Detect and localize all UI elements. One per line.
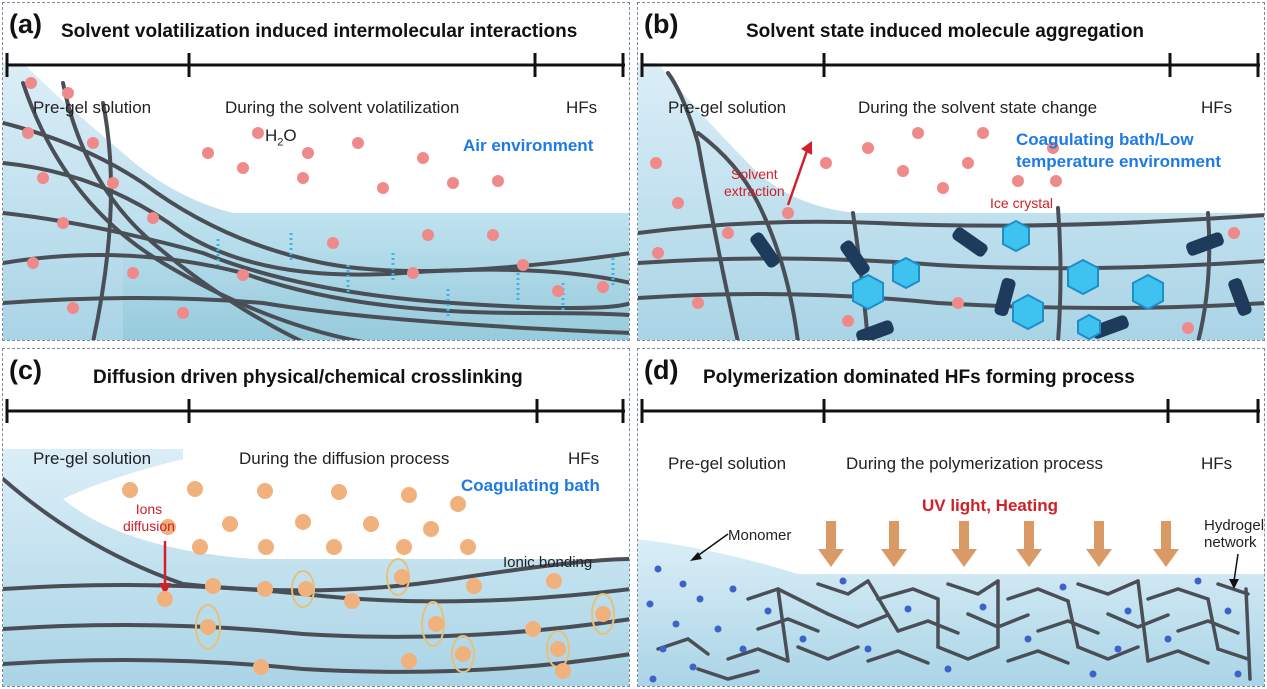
panel-a-scene	[3, 53, 629, 340]
timeline	[640, 53, 1260, 77]
water-molecules	[650, 127, 1240, 334]
panel-d-label: (d)	[644, 355, 679, 385]
panel-a-title: Solvent volatilization induced intermole…	[61, 21, 578, 42]
stage-during: During the solvent volatilization	[225, 98, 460, 117]
panel-d-title: Polymerization dominated HFs forming pro…	[703, 367, 1135, 388]
timeline	[640, 399, 1260, 423]
stage-hfs: HFs	[568, 449, 600, 468]
pregel-region	[638, 63, 1264, 340]
timeline	[5, 399, 625, 423]
panel-c-title: Diffusion driven physical/chemical cross…	[93, 367, 523, 388]
monomers	[646, 565, 1242, 683]
stage-pregel: Pre-gel solution	[668, 454, 787, 473]
stage-during: During the diffusion process	[239, 449, 450, 468]
stage-pregel: Pre-gel solution	[668, 98, 787, 117]
pregel-region	[638, 539, 1264, 686]
hydrogen-bonds	[216, 233, 615, 319]
monomer-pointer-head	[690, 552, 702, 561]
water-molecules	[22, 77, 609, 319]
panel-b-scene	[638, 53, 1264, 340]
solvent-label: H2O	[265, 126, 297, 149]
stage-hfs: HFs	[566, 98, 598, 117]
panel-c: (c) Diffusion driven physical/chemical c…	[2, 348, 630, 687]
stage-pregel: Pre-gel solution	[33, 98, 152, 117]
network-pointer-head	[1229, 579, 1239, 589]
stage-hfs: HFs	[1201, 454, 1233, 473]
monomer-label: Monomer	[728, 527, 792, 544]
stage-pregel: Pre-gel solution	[33, 449, 152, 468]
environment-label: Coagulating bath	[461, 476, 600, 495]
stage-hfs: HFs	[1201, 98, 1233, 117]
panel-b-title: Solvent state induced molecule aggregati…	[746, 21, 1145, 42]
diffusion-arrowhead	[159, 583, 171, 595]
ice-crystals	[852, 219, 1164, 340]
monomer-pointer	[695, 533, 729, 558]
panel-c-label: (c)	[9, 355, 42, 385]
panel-b-label: (b)	[644, 9, 679, 39]
extraction-arrowhead	[801, 141, 812, 155]
environment-label: Air environment	[463, 136, 594, 155]
network-pointer	[1233, 553, 1239, 582]
panel-c-scene	[3, 399, 629, 686]
timeline	[5, 53, 625, 77]
extraction-arrow	[786, 147, 810, 206]
stage-during: During the polymerization process	[846, 454, 1104, 473]
panel-d-scene	[638, 399, 1264, 686]
panel-b: (b) Solvent state induced molecule aggre…	[637, 2, 1265, 341]
panel-d: (d) Polymerization dominated HFs forming…	[637, 348, 1265, 687]
ice-crystal-label: Ice crystal	[990, 195, 1054, 211]
stage-during: During the solvent state change	[858, 98, 1098, 117]
panel-a: (a) Solvent volatilization induced inter…	[2, 2, 630, 341]
polymer-chains	[3, 81, 629, 340]
ionic-bonding-label: Ionic bonding	[503, 554, 593, 571]
polymer-chains	[638, 71, 1264, 340]
environment-label: UV light, Heating	[922, 496, 1058, 515]
ions	[122, 481, 611, 679]
panel-a-label: (a)	[9, 9, 42, 39]
hydrogel-network	[656, 579, 1252, 681]
environment-line-1: Coagulating bath/Low	[1016, 130, 1194, 149]
environment-line-2: temperature environment	[1016, 152, 1221, 171]
light-arrows	[818, 521, 1179, 567]
